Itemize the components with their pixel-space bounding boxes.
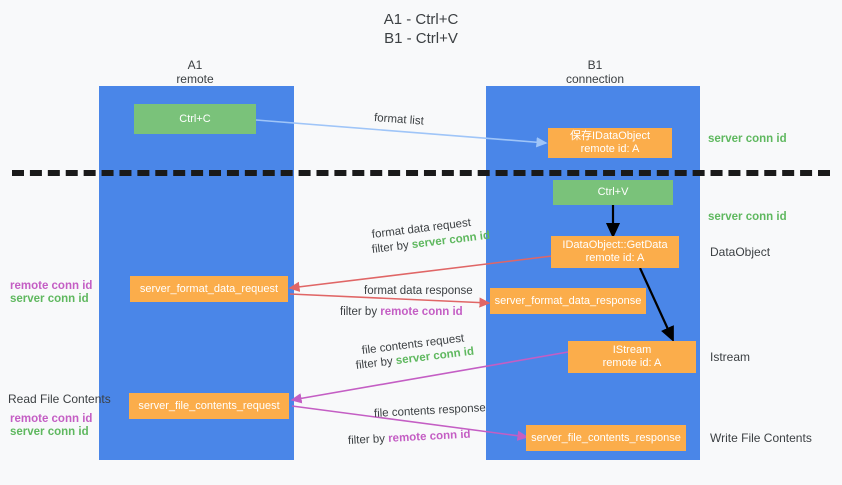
box-server-format-data-response[interactable]: server_format_data_response bbox=[490, 288, 646, 314]
box-ctrl-v-label: Ctrl+V bbox=[597, 186, 629, 198]
box-istream[interactable]: IStream remote id: A bbox=[568, 341, 696, 373]
label-format-data-response-filter: filter by remote conn id bbox=[340, 305, 463, 320]
box-server-file-contents-response-label: server_file_contents_response bbox=[531, 431, 681, 444]
phase-separator bbox=[12, 170, 830, 176]
right-label-dataobject: DataObject bbox=[710, 245, 771, 259]
right-label-write-file-contents: Write File Contents bbox=[710, 431, 812, 445]
box-ctrl-v[interactable]: Ctrl+V bbox=[553, 180, 673, 205]
box-server-format-data-request[interactable]: server_format_data_request bbox=[130, 276, 288, 302]
box-server-format-data-request-label: server_format_data_request bbox=[139, 282, 279, 295]
column-a1-name: A1 bbox=[187, 58, 203, 72]
label-format-data-response: format data response bbox=[364, 285, 473, 297]
column-header-b1: B1 connection bbox=[540, 58, 650, 86]
box-getdata-line1: IDataObject::GetData bbox=[562, 239, 668, 251]
diagram-title: A1 - Ctrl+C B1 - Ctrl+V bbox=[0, 10, 842, 48]
box-server-file-contents-request[interactable]: server_file_contents_request bbox=[129, 393, 289, 419]
label-format-data-request-filter-prefix: filter by bbox=[371, 239, 413, 256]
box-server-file-contents-response[interactable]: server_file_contents_response bbox=[526, 425, 686, 451]
column-header-a1: A1 remote bbox=[140, 58, 250, 86]
label-file-contents-response-filter-value: remote conn id bbox=[387, 428, 471, 445]
title-line-1: A1 - Ctrl+C bbox=[383, 11, 459, 28]
right-label-server-conn-id-mid: server conn id bbox=[708, 211, 787, 223]
left-label-remote-conn-id-1: remote conn id bbox=[10, 280, 93, 292]
label-format-data-response-filter-prefix: filter by bbox=[340, 306, 381, 318]
title-line-2: B1 - Ctrl+V bbox=[384, 30, 458, 47]
left-label-remote-conn-id-2: remote conn id bbox=[10, 413, 93, 425]
label-format-list: format list bbox=[373, 112, 425, 128]
box-save-dataobject[interactable]: 保存IDataObject remote id: A bbox=[548, 128, 672, 158]
left-label-read-file-contents: Read File Contents bbox=[8, 392, 111, 406]
box-istream-line1: IStream bbox=[612, 344, 652, 356]
left-label-server-conn-id-2: server conn id bbox=[10, 426, 89, 438]
left-label-server-conn-id-1: server conn id bbox=[10, 293, 89, 305]
box-getdata-line2: remote id: A bbox=[585, 252, 645, 264]
box-istream-line2: remote id: A bbox=[602, 357, 662, 369]
label-file-contents-response: file contents response bbox=[373, 402, 487, 420]
label-file-contents-response-filter-prefix: filter by bbox=[347, 432, 389, 447]
label-format-data-response-filter-value: remote conn id bbox=[380, 306, 463, 318]
label-file-contents-response-filter: filter by remote conn id bbox=[348, 428, 471, 449]
column-b1-name: B1 bbox=[587, 58, 603, 72]
box-save-dataobject-line2: remote id: A bbox=[580, 143, 640, 155]
label-file-contents-request-filter-prefix: filter by bbox=[355, 355, 397, 372]
box-save-dataobject-line1: 保存IDataObject bbox=[569, 130, 651, 142]
box-server-format-data-response-label: server_format_data_response bbox=[494, 294, 642, 307]
right-label-server-conn-id-top: server conn id bbox=[708, 133, 787, 145]
column-b1-role: connection bbox=[565, 72, 625, 86]
column-a1-role: remote bbox=[176, 72, 214, 86]
box-ctrl-c[interactable]: Ctrl+C bbox=[134, 104, 256, 134]
box-ctrl-c-label: Ctrl+C bbox=[179, 112, 211, 125]
box-getdata[interactable]: IDataObject::GetData remote id: A bbox=[551, 236, 679, 268]
right-label-istream: Istream bbox=[710, 350, 751, 364]
box-server-file-contents-request-label: server_file_contents_request bbox=[138, 399, 280, 412]
